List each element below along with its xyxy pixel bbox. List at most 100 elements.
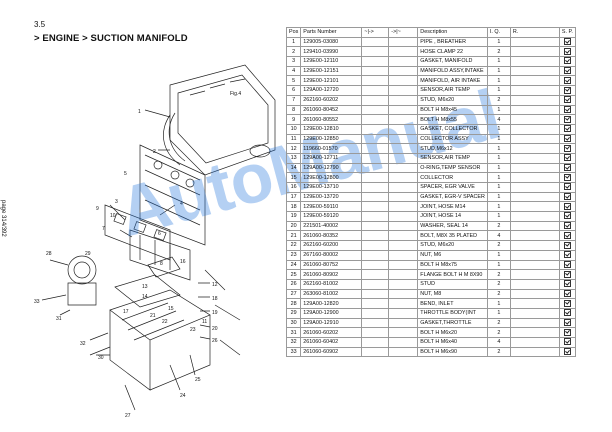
spare-part-cell [558, 36, 576, 48]
quantity-cell: 1 [486, 191, 511, 203]
checkbox-checked-icon[interactable] [563, 222, 571, 230]
callout-number: 15 [168, 306, 174, 312]
spare-part-cell [558, 75, 576, 87]
checkbox-checked-icon[interactable] [563, 338, 571, 346]
pos-cell: 5 [285, 75, 302, 87]
callout-number: 14 [142, 294, 148, 300]
pos-cell: 16 [285, 182, 302, 193]
part-number-cell: 261060-80352 [300, 230, 363, 242]
from-cell [361, 307, 390, 319]
spare-part-cell [558, 123, 576, 135]
to-cell [388, 288, 419, 300]
checkbox-checked-icon[interactable] [563, 270, 571, 278]
checkbox-checked-icon[interactable] [563, 67, 571, 75]
checkbox-checked-icon[interactable] [563, 154, 571, 162]
checkbox-checked-icon[interactable] [563, 57, 571, 65]
pos-cell: 20 [285, 220, 302, 232]
col-from: ~|-> [361, 27, 390, 38]
page-title: > ENGINE > SUCTION MANIFOLD [34, 33, 188, 44]
part-number-cell: 261060-80452 [300, 104, 363, 116]
checkbox-checked-icon[interactable] [563, 319, 571, 327]
part-number-cell: 129E00-12810 [300, 123, 363, 135]
remarks-cell [509, 123, 560, 135]
checkbox-checked-icon[interactable] [563, 38, 571, 46]
quantity-cell: 1 [486, 143, 511, 154]
pos-cell: 18 [285, 201, 302, 213]
checkbox-checked-icon[interactable] [563, 193, 571, 201]
spare-part-cell [558, 182, 576, 193]
col-sp: S. P. [558, 27, 576, 38]
checkbox-checked-icon[interactable] [563, 125, 571, 133]
checkbox-checked-icon[interactable] [563, 280, 571, 288]
to-cell [388, 75, 419, 87]
col-to: ->|~ [388, 27, 419, 38]
checkbox-checked-icon[interactable] [563, 183, 571, 191]
checkbox-checked-icon[interactable] [563, 86, 571, 94]
remarks-cell [509, 182, 560, 193]
from-cell [361, 230, 390, 242]
pos-cell: 22 [285, 240, 302, 251]
quantity-cell: 1 [486, 172, 511, 183]
spare-part-cell [558, 56, 576, 67]
callout-number: 2 [153, 149, 156, 155]
quantity-cell: 2 [486, 346, 511, 358]
remarks-cell [509, 220, 560, 232]
checkbox-checked-icon[interactable] [563, 231, 571, 239]
description-cell: BOLT, M8X 35 PLATED [417, 230, 488, 242]
description-cell: STUD, M6x20 [417, 240, 488, 251]
part-number-cell: 129A00-12711 [300, 152, 363, 164]
checkbox-checked-icon[interactable] [563, 348, 571, 356]
from-cell [361, 85, 390, 96]
checkbox-checked-icon[interactable] [563, 212, 571, 220]
checkbox-checked-icon[interactable] [563, 105, 571, 113]
to-cell [388, 327, 419, 338]
callout-number: 30 [98, 355, 104, 361]
checkbox-checked-icon[interactable] [563, 144, 571, 152]
checkbox-checked-icon[interactable] [563, 96, 571, 104]
remarks-cell [509, 278, 560, 290]
pos-cell: 4 [285, 65, 302, 77]
from-cell [361, 75, 390, 87]
checkbox-checked-icon[interactable] [563, 115, 571, 123]
spare-part-cell [558, 259, 576, 271]
checkbox-checked-icon[interactable] [563, 173, 571, 181]
callout-number: 25 [195, 377, 201, 383]
pos-cell: 10 [285, 123, 302, 135]
quantity-cell: 1 [486, 162, 511, 174]
quantity-cell: 2 [486, 269, 511, 280]
from-cell [361, 152, 390, 164]
quantity-cell: 1 [486, 201, 511, 213]
to-cell [388, 307, 419, 319]
part-number-cell: 129E00-12800 [300, 172, 363, 183]
checkbox-checked-icon[interactable] [563, 134, 571, 142]
checkbox-checked-icon[interactable] [563, 47, 571, 55]
checkbox-checked-icon[interactable] [563, 289, 571, 297]
quantity-cell: 1 [486, 36, 511, 48]
checkbox-checked-icon[interactable] [563, 251, 571, 259]
from-cell [361, 133, 390, 145]
checkbox-checked-icon[interactable] [563, 299, 571, 307]
checkbox-checked-icon[interactable] [563, 328, 571, 336]
callout-number: 17 [123, 309, 129, 315]
checkbox-checked-icon[interactable] [563, 164, 571, 172]
checkbox-checked-icon[interactable] [563, 202, 571, 210]
callout-number: 29 [85, 251, 91, 257]
to-cell [388, 56, 419, 67]
callout-number: 19 [212, 310, 218, 316]
checkbox-checked-icon[interactable] [563, 260, 571, 268]
checkbox-checked-icon[interactable] [563, 76, 571, 84]
checkbox-checked-icon[interactable] [563, 309, 571, 317]
checkbox-checked-icon[interactable] [563, 241, 571, 249]
description-cell: COLLECTOR [417, 172, 488, 183]
spare-part-cell [558, 114, 576, 125]
part-number-cell: 129A00-12910 [300, 317, 363, 329]
quantity-cell: 1 [486, 56, 511, 67]
quantity-cell: 2 [486, 220, 511, 232]
description-cell: MANIFOLD, AIR INTAKE [417, 75, 488, 87]
